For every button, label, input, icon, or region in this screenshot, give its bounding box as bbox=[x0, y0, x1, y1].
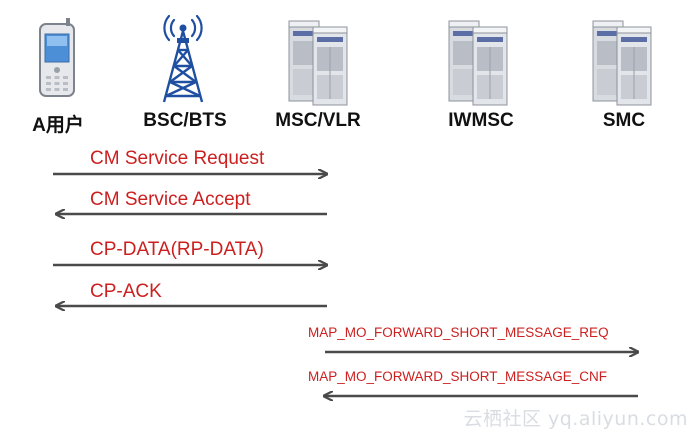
node-label-bsc: BSC/BTS bbox=[143, 110, 227, 131]
mobile-phone-icon bbox=[39, 18, 75, 97]
server-rack-icon bbox=[288, 20, 348, 106]
server-rack-icon bbox=[592, 20, 652, 106]
message-label-cm-service-request: CM Service Request bbox=[90, 148, 265, 169]
node-label-a: A用户 bbox=[32, 115, 84, 136]
message-label-cp-data: CP-DATA(RP-DATA) bbox=[90, 239, 264, 260]
message-label-cp-ack: CP-ACK bbox=[90, 281, 162, 302]
server-rack-icon bbox=[448, 20, 508, 106]
cell-tower-icon bbox=[162, 14, 204, 103]
node-label-iwmsc: IWMSC bbox=[448, 110, 514, 131]
watermark: 云栖社区 yq.aliyun.com bbox=[463, 408, 688, 430]
node-label-smc: SMC bbox=[602, 110, 646, 131]
message-label-map-mo-req: MAP_MO_FORWARD_SHORT_MESSAGE_REQ bbox=[308, 325, 609, 340]
node-label-msc: MSC/VLR bbox=[275, 110, 361, 131]
message-label-cm-service-accept: CM Service Accept bbox=[90, 189, 251, 210]
message-label-map-mo-cnf: MAP_MO_FORWARD_SHORT_MESSAGE_CNF bbox=[308, 369, 608, 384]
